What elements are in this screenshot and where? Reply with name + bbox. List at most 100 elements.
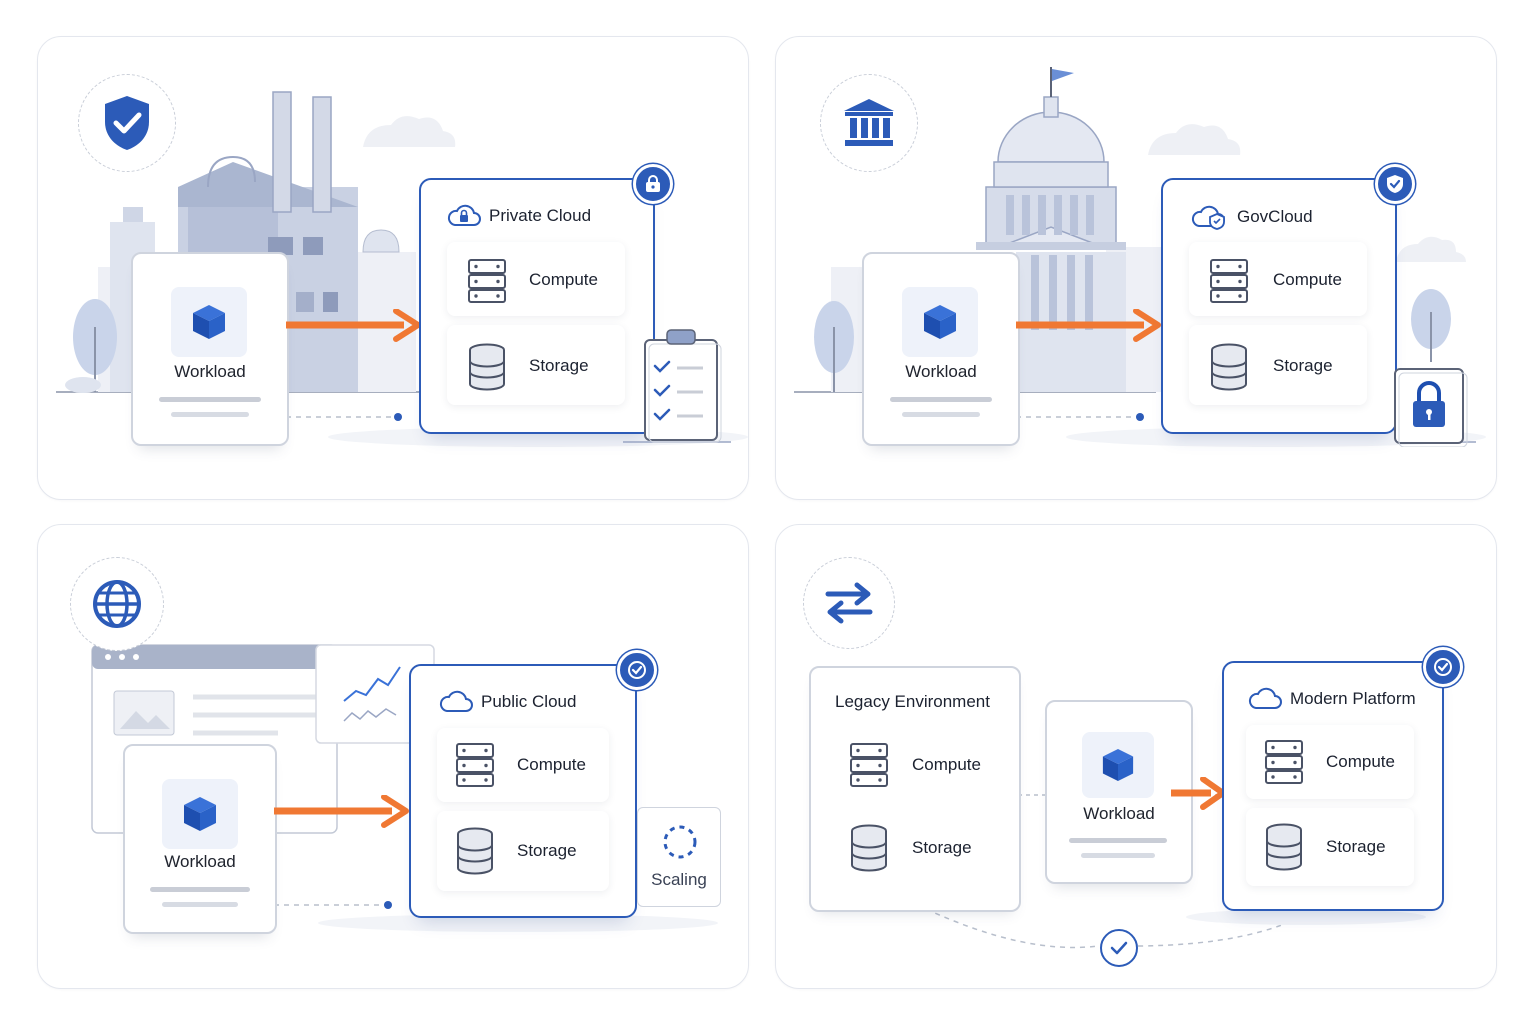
- database-icon: [851, 824, 887, 872]
- scaling-label: Scaling: [651, 870, 707, 889]
- migration-arrow: [274, 795, 409, 828]
- scaling-card[interactable]: Scaling: [637, 807, 721, 907]
- placeholder-bar: [171, 412, 249, 417]
- private-cloud-box[interactable]: Private Cloud Compute Storage: [419, 164, 673, 434]
- cube-icon: [924, 305, 956, 339]
- workload-card[interactable]: Workload: [1045, 700, 1193, 884]
- cloud-icon: [439, 690, 473, 712]
- lock-icon: [646, 175, 660, 192]
- workload-label: Workload: [164, 852, 236, 871]
- placeholder-bar: [162, 902, 238, 907]
- checkmark-icon: [1110, 941, 1128, 955]
- cloud-title-text: Private Cloud: [489, 206, 592, 225]
- swap-arrows-icon: [825, 582, 873, 624]
- scaling-icon: [663, 825, 697, 859]
- cube-icon: [193, 305, 225, 339]
- cube-tile: [171, 287, 247, 357]
- compute-label: Compute: [529, 270, 598, 289]
- server-icon: [1265, 740, 1303, 784]
- storage-label: Storage: [1273, 356, 1333, 375]
- cube-tile: [1082, 732, 1154, 798]
- cube-icon: [184, 797, 216, 831]
- workload-card[interactable]: Workload: [862, 252, 1020, 446]
- padlock-icon: [1394, 368, 1468, 447]
- cloud-title-text: Public Cloud: [481, 692, 577, 711]
- cloud-lock-icon: [447, 204, 481, 226]
- placeholder-bar: [1069, 838, 1167, 843]
- storage-row[interactable]: Storage: [1246, 808, 1414, 886]
- shield-check-badge: [78, 74, 176, 172]
- modernization-panel: Legacy Environment Compute Storage Workl…: [775, 524, 1497, 989]
- workload-label: Workload: [174, 362, 246, 381]
- compute-row[interactable]: Compute: [1246, 725, 1414, 799]
- legacy-compute-label: Compute: [912, 755, 981, 774]
- server-icon: [456, 743, 494, 787]
- govcloud-panel: Workload GovCloud Compute: [775, 36, 1497, 500]
- cloud-shield-icon: [1191, 205, 1225, 230]
- shield-check-icon: [105, 96, 149, 150]
- placeholder-bar: [890, 397, 992, 402]
- placeholder-bar: [150, 887, 250, 892]
- cloud-title: Modern Platform: [1248, 687, 1416, 711]
- database-icon: [457, 827, 493, 875]
- cloud-title-text: Modern Platform: [1290, 689, 1416, 708]
- storage-row[interactable]: Storage: [447, 325, 625, 405]
- public-cloud-box[interactable]: Public Cloud Compute Storage: [409, 650, 657, 918]
- swap-badge: [803, 557, 895, 649]
- migration-arrow: [286, 309, 421, 342]
- globe-icon: [93, 580, 141, 628]
- lock-badge: [633, 164, 673, 204]
- workload-card[interactable]: Workload: [123, 744, 277, 934]
- cube-tile: [162, 779, 238, 849]
- storage-label: Storage: [1326, 837, 1386, 856]
- storage-row[interactable]: Storage: [437, 811, 609, 891]
- compute-label: Compute: [1326, 752, 1395, 771]
- database-icon: [1211, 343, 1247, 391]
- placeholder-bar: [1081, 853, 1155, 858]
- check-badge: [1423, 647, 1463, 687]
- clipboard-checklist-icon: [623, 329, 731, 443]
- cloud-title: GovCloud: [1191, 204, 1313, 230]
- storage-label: Storage: [529, 356, 589, 375]
- compute-label: Compute: [517, 755, 586, 774]
- compute-row[interactable]: Compute: [447, 242, 625, 316]
- modern-platform-box[interactable]: Modern Platform Compute Storage: [1222, 647, 1463, 911]
- cloud-icon: [1248, 687, 1282, 709]
- verified-check: [1100, 929, 1138, 967]
- database-icon: [469, 343, 505, 391]
- govcloud-box[interactable]: GovCloud Compute Storage: [1161, 164, 1415, 434]
- government-badge: [820, 74, 918, 172]
- shield-badge: [1375, 164, 1415, 204]
- compute-row[interactable]: Compute: [1189, 242, 1367, 316]
- workload-label: Workload: [1083, 804, 1155, 823]
- private-cloud-panel: Workload Private Cloud Compute: [37, 36, 749, 500]
- cube-tile: [902, 287, 978, 357]
- check-badge-icon: [1434, 658, 1452, 676]
- server-icon: [850, 743, 888, 787]
- check-badge-icon: [628, 661, 646, 679]
- legacy-environment-box[interactable]: Legacy Environment Compute Storage: [809, 666, 1021, 912]
- placeholder-bar: [159, 397, 261, 402]
- globe-badge: [70, 557, 164, 651]
- workload-card[interactable]: Workload: [131, 252, 289, 446]
- server-icon: [1210, 259, 1248, 303]
- shield-check-icon: [1387, 175, 1403, 193]
- public-cloud-panel: Workload Public Cloud Compute: [37, 524, 749, 989]
- cube-icon: [1102, 748, 1134, 782]
- database-icon: [1266, 823, 1302, 871]
- cloud-title: Private Cloud: [447, 204, 591, 228]
- cloud-title: Public Cloud: [439, 690, 576, 714]
- compute-row[interactable]: Compute: [437, 728, 609, 802]
- server-icon: [468, 259, 506, 303]
- storage-row[interactable]: Storage: [1189, 325, 1367, 405]
- storage-label: Storage: [517, 841, 577, 860]
- compute-label: Compute: [1273, 270, 1342, 289]
- check-badge: [617, 650, 657, 690]
- government-building-icon: [844, 99, 894, 146]
- placeholder-bar: [902, 412, 980, 417]
- migration-arrow: [1016, 309, 1161, 342]
- workload-label: Workload: [905, 362, 977, 381]
- legacy-title: Legacy Environment: [835, 692, 990, 711]
- legacy-storage-label: Storage: [912, 838, 972, 857]
- cloud-title-text: GovCloud: [1237, 207, 1313, 226]
